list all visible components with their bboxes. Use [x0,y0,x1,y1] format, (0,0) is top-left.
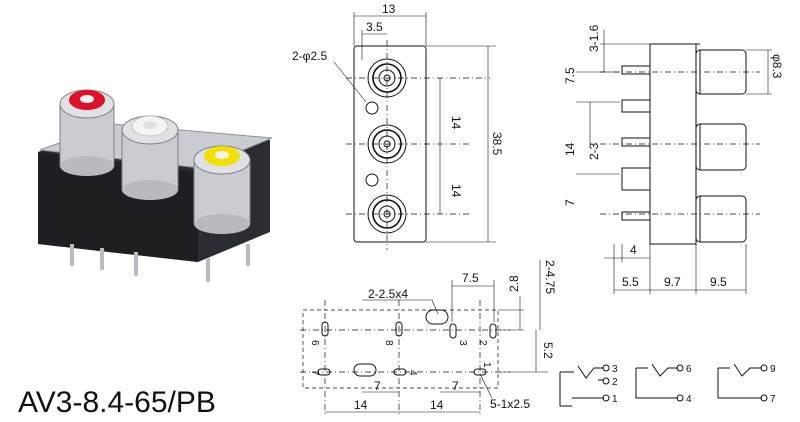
pin [100,248,104,270]
dim-front-spacing-1: 14 [449,116,463,130]
pin [70,244,74,266]
dim-side-97: 9.7 [664,275,681,289]
schematic-pin: 7 [770,394,776,405]
dim-pcb-14a: 14 [354,398,368,412]
pcb-pin-label: 7 [309,370,320,376]
product-photo [38,89,273,282]
pcb-pin-label: 8 [383,340,394,346]
dim-pcb-7a: 7 [374,379,381,393]
dim-pcb-28: 2.8 [507,275,521,292]
dim-front-height: 38.5 [490,132,504,156]
side-view: 3-1.6 7.5 14 2-3 7 φ8.3 4 5.5 9.7 9.5 [563,24,784,294]
dim-pcb-2-475: 2-4.75 [543,260,557,294]
dim-side-55: 5.5 [622,275,639,289]
dim-hole-note: 2-φ2.5 [292,49,327,63]
pin [206,258,210,282]
schematic-pin: 9 [770,364,776,375]
dim-side-4: 4 [630,243,637,257]
pcb-pin-label: 4 [407,370,418,376]
front-hole [365,173,379,187]
dim-pcb-14b: 14 [430,398,444,412]
schematic-pin: 1 [612,394,618,405]
side-jack-3 [695,195,747,243]
pin [134,252,138,276]
schematic-jack-3: 9 7 [717,363,776,405]
schematic-jack-2: 6 4 [635,363,692,405]
dim-side-7: 7 [563,199,577,206]
pin [246,244,250,266]
jack-red [59,89,115,176]
pcb-slot [425,309,449,325]
dim-side-diameter: φ8.3 [770,54,784,79]
dim-side-top-offset: 3-1.6 [587,24,601,52]
pcb-slot [353,363,377,377]
front-hole [365,101,379,115]
jack-yellow [193,145,251,234]
dim-pcb-pad-note: 5-1x2.5 [490,397,530,411]
dim-pcb-75: 7.5 [462,271,479,285]
pcb-pin-label: 6 [309,340,320,346]
schematic-pin: 3 [612,364,618,375]
pcb-pin-label: 3 [457,340,468,346]
dim-side-14: 14 [563,142,577,156]
pcb-layout: 6 7 8 4 3 2 1 2-2.5x4 7.5 2.8 2-4.75 5.2… [300,260,557,416]
dim-side-95: 9.5 [710,275,727,289]
dim-front-spacing-2: 14 [449,184,463,198]
pcb-pin-label: 1 [481,362,492,368]
pcb-outline [302,309,499,389]
schematic-pin: 6 [686,364,692,375]
jack-white [121,115,179,200]
schematic: 3 2 1 6 4 9 7 [559,363,776,407]
dim-front-pitch: 3.5 [366,20,383,34]
schematic-pin: 4 [686,394,692,405]
model-name: AV3-8.4-65/PB [18,386,216,419]
dim-side-2-3: 2-3 [587,142,601,160]
schematic-pin: 2 [612,377,618,388]
pcb-pin-label: 2 [477,340,488,346]
dim-front-width: 13 [382,2,396,16]
dim-pcb-slot-note: 2-2.5x4 [368,287,408,301]
dim-pcb-52: 5.2 [541,342,555,359]
dim-side-75: 7.5 [563,67,577,84]
schematic-jack-1: 3 2 1 [559,364,618,407]
dim-pcb-7b: 7 [452,379,459,393]
front-view: 13 3.5 2-φ2.5 14 14 38.5 [292,2,504,250]
side-jack-2 [695,123,747,171]
